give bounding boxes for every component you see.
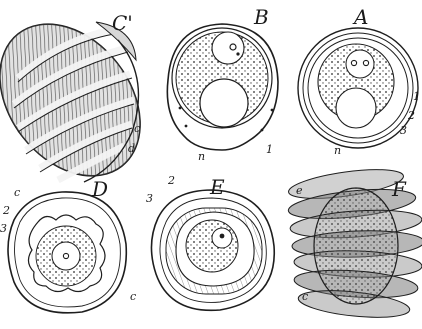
figure-f: F e c [287,164,422,322]
figure-a-label-1: 1 [413,90,420,103]
figure-e-label-2: 2 [167,174,175,187]
figure-c-label-c: c [134,122,140,135]
figure-b-label-n: n [198,150,205,163]
figure-b-vacuole [200,79,248,127]
figure-c-label-d: d [128,142,135,155]
figure-f-letter: F [391,177,407,201]
figure-d-label-c-top: c [14,186,20,199]
figure-d-label-2: 2 [2,204,10,217]
figure-e-label-3: 3 [146,192,153,205]
figure-d-letter: D [91,177,108,201]
figure-d-label-c-bottom: c [130,290,136,303]
figure-b-nucleus [212,32,244,64]
figure-b: B n 1 [167,5,278,163]
figure-f-label-e: e [296,184,303,197]
figure-f-core [314,188,398,304]
figure-b-label-1: 1 [266,143,273,156]
figure-a-vacuole [336,88,376,128]
figure-a-label-n: n [334,144,341,157]
figure-f-label-c: c [302,290,308,303]
figure-e-letter: E [209,175,225,199]
figure-b-letter: B [253,5,269,29]
figure-d-label-3: 3 [0,222,7,235]
figure-c: C' c d [0,0,169,203]
figure-a-label-3: 3 [400,124,407,137]
figure-a: A n 1 2 3 [298,5,420,157]
figure-e: E 2 3 [146,174,274,310]
figure-d: D c 2 3 c [0,177,136,313]
figure-a-letter: A [352,5,368,29]
figure-a-label-2: 2 [407,109,415,122]
figure-a-nucleus [346,50,374,78]
figure-c-letter: C' [112,11,133,35]
figure-d-nucleus [52,242,80,270]
figure-c-body [0,0,169,203]
